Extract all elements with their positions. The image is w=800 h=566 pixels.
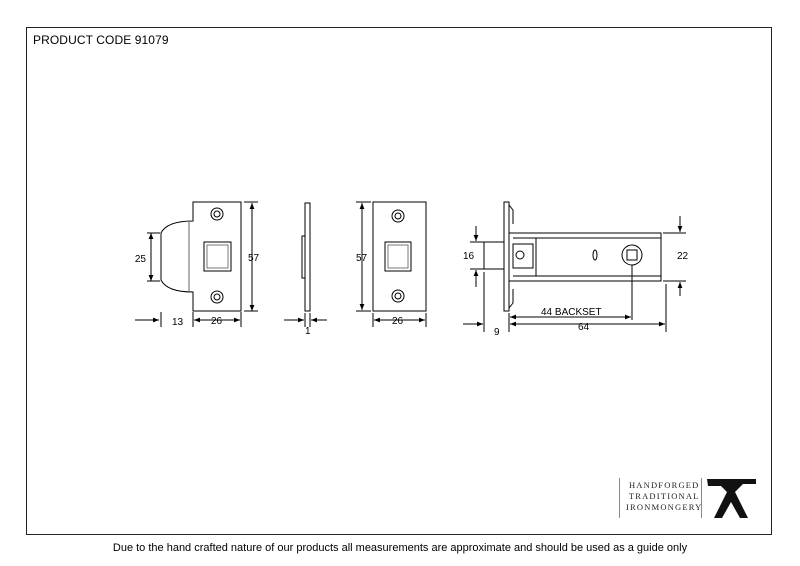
- plate-side-view: [284, 202, 327, 327]
- disclaimer-text: Due to the hand crafted nature of our pr…: [112, 542, 688, 554]
- dim-strike-length: 57: [356, 253, 368, 264]
- logo-divider-left: [619, 478, 620, 518]
- logo-divider-right: [701, 478, 702, 518]
- latch-body-view: [463, 201, 686, 332]
- keep-front-view: [160, 201, 242, 312]
- logo-line-1: HANDFORGED: [628, 480, 700, 490]
- logo-line-2: TRADITIONAL: [628, 491, 700, 501]
- product-code: PRODUCT CODE 91079: [33, 33, 169, 47]
- strike-plate-view: [356, 201, 427, 327]
- anvil-logo-icon: [707, 479, 756, 518]
- keep-dimension-lines: [135, 201, 258, 327]
- dim-case-height: 22: [677, 251, 689, 262]
- dim-plate-thickness: 1: [305, 326, 311, 337]
- brand-logo-text: HANDFORGED TRADITIONAL IRONMONGERY: [626, 480, 702, 513]
- drawing-frame: [26, 27, 772, 535]
- dim-keep-depth: 13: [172, 317, 184, 328]
- dim-case-length: 64: [578, 322, 590, 333]
- logo-line-3: IRONMONGERY: [626, 502, 703, 512]
- dim-bolt-projection: 9: [494, 327, 500, 338]
- dim-keep-height: 25: [135, 254, 147, 265]
- dim-bolt-height: 16: [463, 251, 475, 262]
- dim-backset: 44 BACKSET: [541, 307, 602, 318]
- dim-keep-length: 57: [248, 253, 260, 264]
- dim-keep-width: 26: [211, 316, 223, 327]
- dim-strike-width: 26: [392, 316, 404, 327]
